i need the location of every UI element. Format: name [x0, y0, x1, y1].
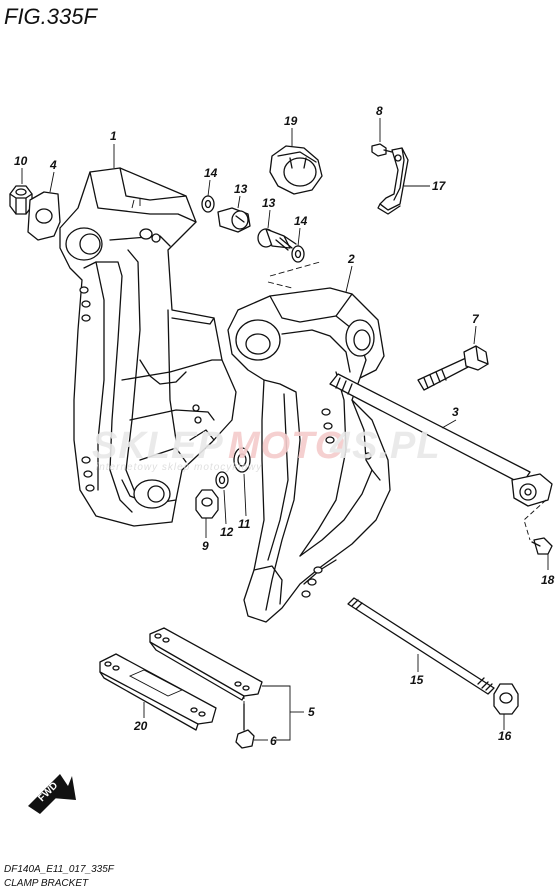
long-bolt-15 — [347, 597, 495, 695]
nut-10 — [9, 185, 33, 215]
bolt-13a — [217, 207, 251, 233]
bolt-8 — [371, 143, 393, 157]
clip-17 — [377, 147, 409, 215]
callout-1: 1 — [110, 129, 117, 143]
callout-9: 9 — [202, 539, 209, 553]
figure-caption: CLAMP BRACKET — [4, 878, 89, 889]
callout-5: 5 — [308, 705, 315, 719]
cap-19 — [269, 145, 323, 195]
callout-6: 6 — [270, 734, 277, 748]
forward-direction-badge: FWD — [28, 774, 76, 814]
callout-7: 7 — [472, 312, 480, 326]
callout-15: 15 — [410, 673, 424, 687]
spacer-plate-20 — [99, 653, 217, 731]
callout-12: 12 — [220, 525, 234, 539]
nut-9 — [195, 489, 219, 519]
bolt-13b — [257, 228, 297, 251]
callout-2: 2 — [347, 252, 355, 266]
callout-14a: 14 — [204, 166, 218, 180]
washer-12 — [215, 471, 229, 489]
callout-4: 4 — [49, 158, 57, 172]
callout-13b: 13 — [262, 196, 276, 210]
spacer-plate-5 — [149, 627, 263, 701]
figure-title: FIG.335F — [4, 4, 98, 29]
washer-14b — [291, 245, 305, 263]
callout-17: 17 — [432, 179, 447, 193]
left-clamp-bracket — [59, 167, 237, 527]
callout-10: 10 — [14, 154, 28, 168]
nut-16 — [493, 683, 519, 715]
callout-8: 8 — [376, 104, 383, 118]
right-clamp-bracket — [227, 287, 391, 623]
callout-20: 20 — [133, 719, 148, 733]
bolt-18 — [531, 537, 553, 555]
callout-18: 18 — [541, 573, 555, 587]
watermark-brand-left: SKLEP — [92, 425, 224, 467]
callout-13a: 13 — [234, 182, 248, 196]
callout-11: 11 — [238, 517, 251, 531]
model-code: DF140A_E11_017_335F — [4, 864, 115, 875]
callout-16: 16 — [498, 729, 512, 743]
watermark-brand-mid: MOTO — [228, 425, 345, 467]
bolt-7 — [417, 345, 489, 391]
watermark-tagline: internetowy sklep motocyklowy — [96, 462, 262, 473]
callout-14b: 14 — [294, 214, 308, 228]
washer-11 — [233, 447, 251, 473]
washer-14a — [201, 195, 215, 213]
tilt-tube-3 — [329, 373, 553, 507]
gasket-plate-4 — [27, 191, 61, 241]
bolt-6 — [235, 696, 255, 749]
watermark-brand-right: 4S.PL — [329, 425, 441, 467]
watermark: SKLEP MOTO 4S.PL internetowy sklep motoc… — [92, 425, 441, 473]
callout-3: 3 — [452, 405, 459, 419]
callout-19: 19 — [284, 114, 298, 128]
